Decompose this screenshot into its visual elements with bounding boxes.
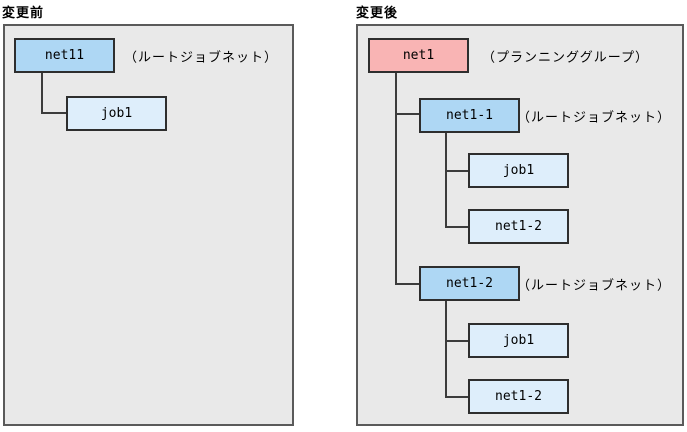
- connector-line: [445, 340, 470, 342]
- connector-line: [445, 301, 447, 398]
- connector-line: [41, 112, 68, 114]
- after-panel-title: 変更後: [356, 6, 399, 21]
- node-net1-1: net1-1: [419, 98, 520, 133]
- connector-line: [445, 226, 470, 228]
- net1-2-annotation: （ルートジョブネット）: [517, 278, 672, 294]
- connector-line: [445, 170, 470, 172]
- node-job1: job1: [66, 96, 167, 131]
- node-net1-2: net1-2: [419, 266, 520, 301]
- after-panel: net1 （プランニンググループ） net1-1 （ルートジョブネット） job…: [356, 24, 684, 426]
- node-net1-2-job1: job1: [468, 323, 569, 358]
- before-panel: net11 （ルートジョブネット） job1: [3, 24, 294, 426]
- connector-line: [445, 133, 447, 228]
- connector-line: [395, 73, 397, 285]
- connector-line: [395, 113, 421, 115]
- connector-line: [445, 396, 470, 398]
- net11-annotation: （ルートジョブネット）: [124, 50, 279, 66]
- net1-1-annotation: （ルートジョブネット）: [517, 110, 672, 126]
- node-net1-1-job1: job1: [468, 153, 569, 188]
- node-net1-2-net1-2: net1-2: [468, 379, 569, 414]
- connector-line: [395, 283, 421, 285]
- net1-annotation: （プランニンググループ）: [482, 50, 649, 66]
- before-panel-title: 変更前: [2, 6, 45, 21]
- node-net1: net1: [368, 38, 469, 73]
- node-net1-1-net1-2: net1-2: [468, 209, 569, 244]
- node-net11: net11: [14, 38, 115, 73]
- connector-line: [41, 73, 43, 114]
